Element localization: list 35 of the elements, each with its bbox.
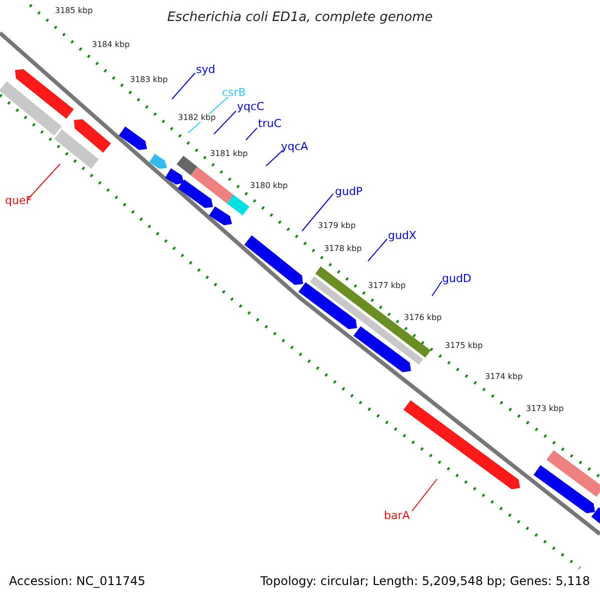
- leader-line: [302, 194, 334, 232]
- scale-label: 3180 kbp: [250, 182, 288, 190]
- scale-label: 3173 kbp: [526, 405, 564, 413]
- gene-label: yqcA: [281, 141, 308, 152]
- scale-label: 3181 kbp: [210, 150, 248, 158]
- leader-line: [368, 238, 388, 262]
- leader-line: [246, 128, 258, 140]
- scale-label: 3184 kbp: [92, 41, 130, 49]
- scale-label: 3179 kbp: [318, 222, 356, 230]
- leader-line: [432, 280, 442, 296]
- gene-label: queF: [5, 195, 32, 206]
- scale-label: 3183 kbp: [130, 76, 168, 84]
- leader-line: [266, 150, 284, 166]
- gene-label: syd: [196, 64, 216, 75]
- accession-note: Accession: NC_011745: [9, 575, 146, 587]
- gene-label: yqcC: [237, 101, 264, 112]
- scale-label: 3174 kbp: [485, 373, 523, 381]
- genome-summary: Topology: circular; Length: 5,209,548 bp; Genes: 5,118: [260, 575, 590, 587]
- map-title: Escherichia coli ED1a, complete genome: [167, 11, 433, 24]
- scale-label: 3176 kbp: [404, 314, 442, 322]
- scale-label: 3185 kbp: [55, 7, 93, 15]
- gene-label: gudP: [335, 186, 363, 197]
- leader-line: [172, 72, 196, 100]
- leader-line: [214, 110, 236, 134]
- gene-label: barA: [384, 510, 410, 521]
- gene-label: truC: [258, 118, 282, 129]
- scale-label: 3175 kbp: [445, 342, 483, 350]
- leader-line: [412, 478, 438, 512]
- scale-label: 3182 kbp: [178, 114, 216, 122]
- leader-line: [28, 164, 60, 200]
- gene-label: gudD: [442, 273, 472, 284]
- scale-label: 3177 kbp: [368, 282, 406, 290]
- gene-label: gudX: [388, 230, 416, 241]
- scale-label: 3178 kbp: [324, 245, 362, 253]
- gene-label: csrB: [222, 87, 246, 98]
